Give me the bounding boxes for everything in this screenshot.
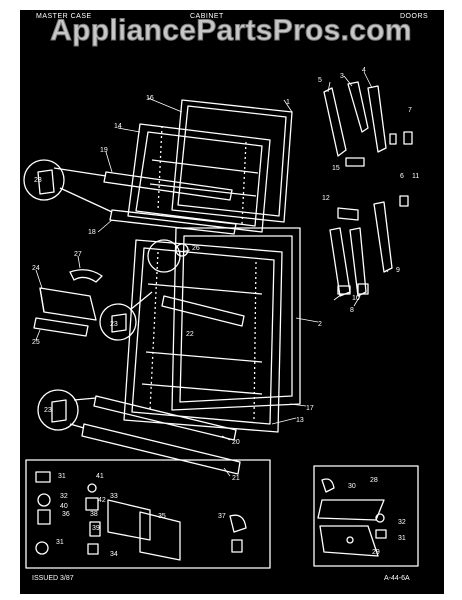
callout-20: 20: [232, 439, 240, 446]
callout-6: 6: [400, 173, 404, 180]
detail-circle-top: [23, 159, 113, 213]
diagram-code: A-44-6A: [384, 575, 410, 582]
issued-date: ISSUED 3/87: [32, 575, 74, 582]
middle-hinge-bracket: [329, 201, 393, 297]
lower-door-liner: [123, 239, 283, 433]
callout-30: 30: [348, 483, 356, 490]
callout-23-top: 23: [34, 177, 42, 184]
callout-16: 16: [146, 95, 154, 102]
lower-door-shelf-22: [161, 295, 245, 327]
callout-8: 8: [350, 307, 354, 314]
upper-door-shelf-18: [109, 209, 237, 235]
callout-41: 41: [96, 473, 104, 480]
callout-21: 21: [232, 475, 240, 482]
callout-28: 28: [370, 477, 378, 484]
detail-circle-middle: [99, 291, 153, 341]
callout-26: 26: [192, 245, 200, 252]
callout-13: 13: [296, 417, 304, 424]
detail-circle-lower: [37, 389, 97, 431]
callout-32-a: 32: [60, 493, 68, 500]
site-watermark: AppliancePartsPros.com: [50, 14, 412, 48]
callout-22: 22: [186, 331, 194, 338]
callout-23-middle: 23: [110, 321, 118, 328]
callout-36: 36: [62, 511, 70, 518]
callout-19: 19: [100, 147, 108, 154]
callout-24: 24: [32, 265, 40, 272]
detail-circle-26: [147, 239, 189, 273]
callout-37: 37: [218, 513, 226, 520]
callout-15: 15: [332, 165, 340, 172]
callout-7: 7: [408, 107, 412, 114]
lower-door-panel: [171, 227, 301, 411]
callout-34: 34: [110, 551, 118, 558]
lower-door-shelf-20: [93, 395, 237, 441]
header-section: CABINET: [190, 13, 224, 20]
callout-25: 25: [32, 339, 40, 346]
upper-hinge-bracket: [323, 81, 413, 207]
callout-18: 18: [88, 229, 96, 236]
callout-31-b: 31: [56, 539, 64, 546]
callout-33: 33: [110, 493, 118, 500]
callout-12: 12: [322, 195, 330, 202]
callout-38: 38: [90, 511, 98, 518]
diagram-frame: [20, 10, 444, 594]
callout-labels: 1 2 3 4 5 6 7 8 9 10 11 12 13 14 15 16 1…: [32, 67, 419, 558]
callout-3: 3: [340, 73, 344, 80]
leader-lines: [35, 71, 389, 477]
callout-5: 5: [318, 77, 322, 84]
butter-door-27: [69, 269, 103, 283]
callout-40: 40: [60, 503, 68, 510]
upper-door-panel: [171, 99, 293, 223]
callout-10: 10: [352, 295, 360, 302]
callout-39: 39: [92, 525, 100, 532]
hardware-box-left: [25, 459, 271, 569]
callout-27: 27: [74, 251, 82, 258]
upper-shelf-bar: [103, 171, 233, 201]
callout-29: 29: [372, 549, 380, 556]
callout-42: 42: [98, 497, 106, 504]
lower-door-shelf-21: [81, 423, 241, 475]
callout-1: 1: [286, 99, 290, 106]
callout-11: 11: [412, 173, 419, 180]
header-page: DOORS: [400, 13, 429, 20]
hardware-box-right: [313, 465, 419, 567]
header-category: MASTER CASE: [36, 13, 92, 20]
butter-compartment: [33, 287, 97, 337]
upper-door-liner: [127, 123, 271, 233]
callout-32-b: 32: [398, 519, 406, 526]
callout-9: 9: [396, 267, 400, 274]
callout-17: 17: [306, 405, 314, 412]
callout-4: 4: [362, 67, 366, 74]
callout-31-a: 31: [58, 473, 66, 480]
callout-14: 14: [114, 123, 122, 130]
callout-2: 2: [318, 321, 322, 328]
callout-31-c: 31: [398, 535, 406, 542]
callout-35: 35: [158, 513, 166, 520]
callout-23-lower: 23: [44, 407, 52, 414]
